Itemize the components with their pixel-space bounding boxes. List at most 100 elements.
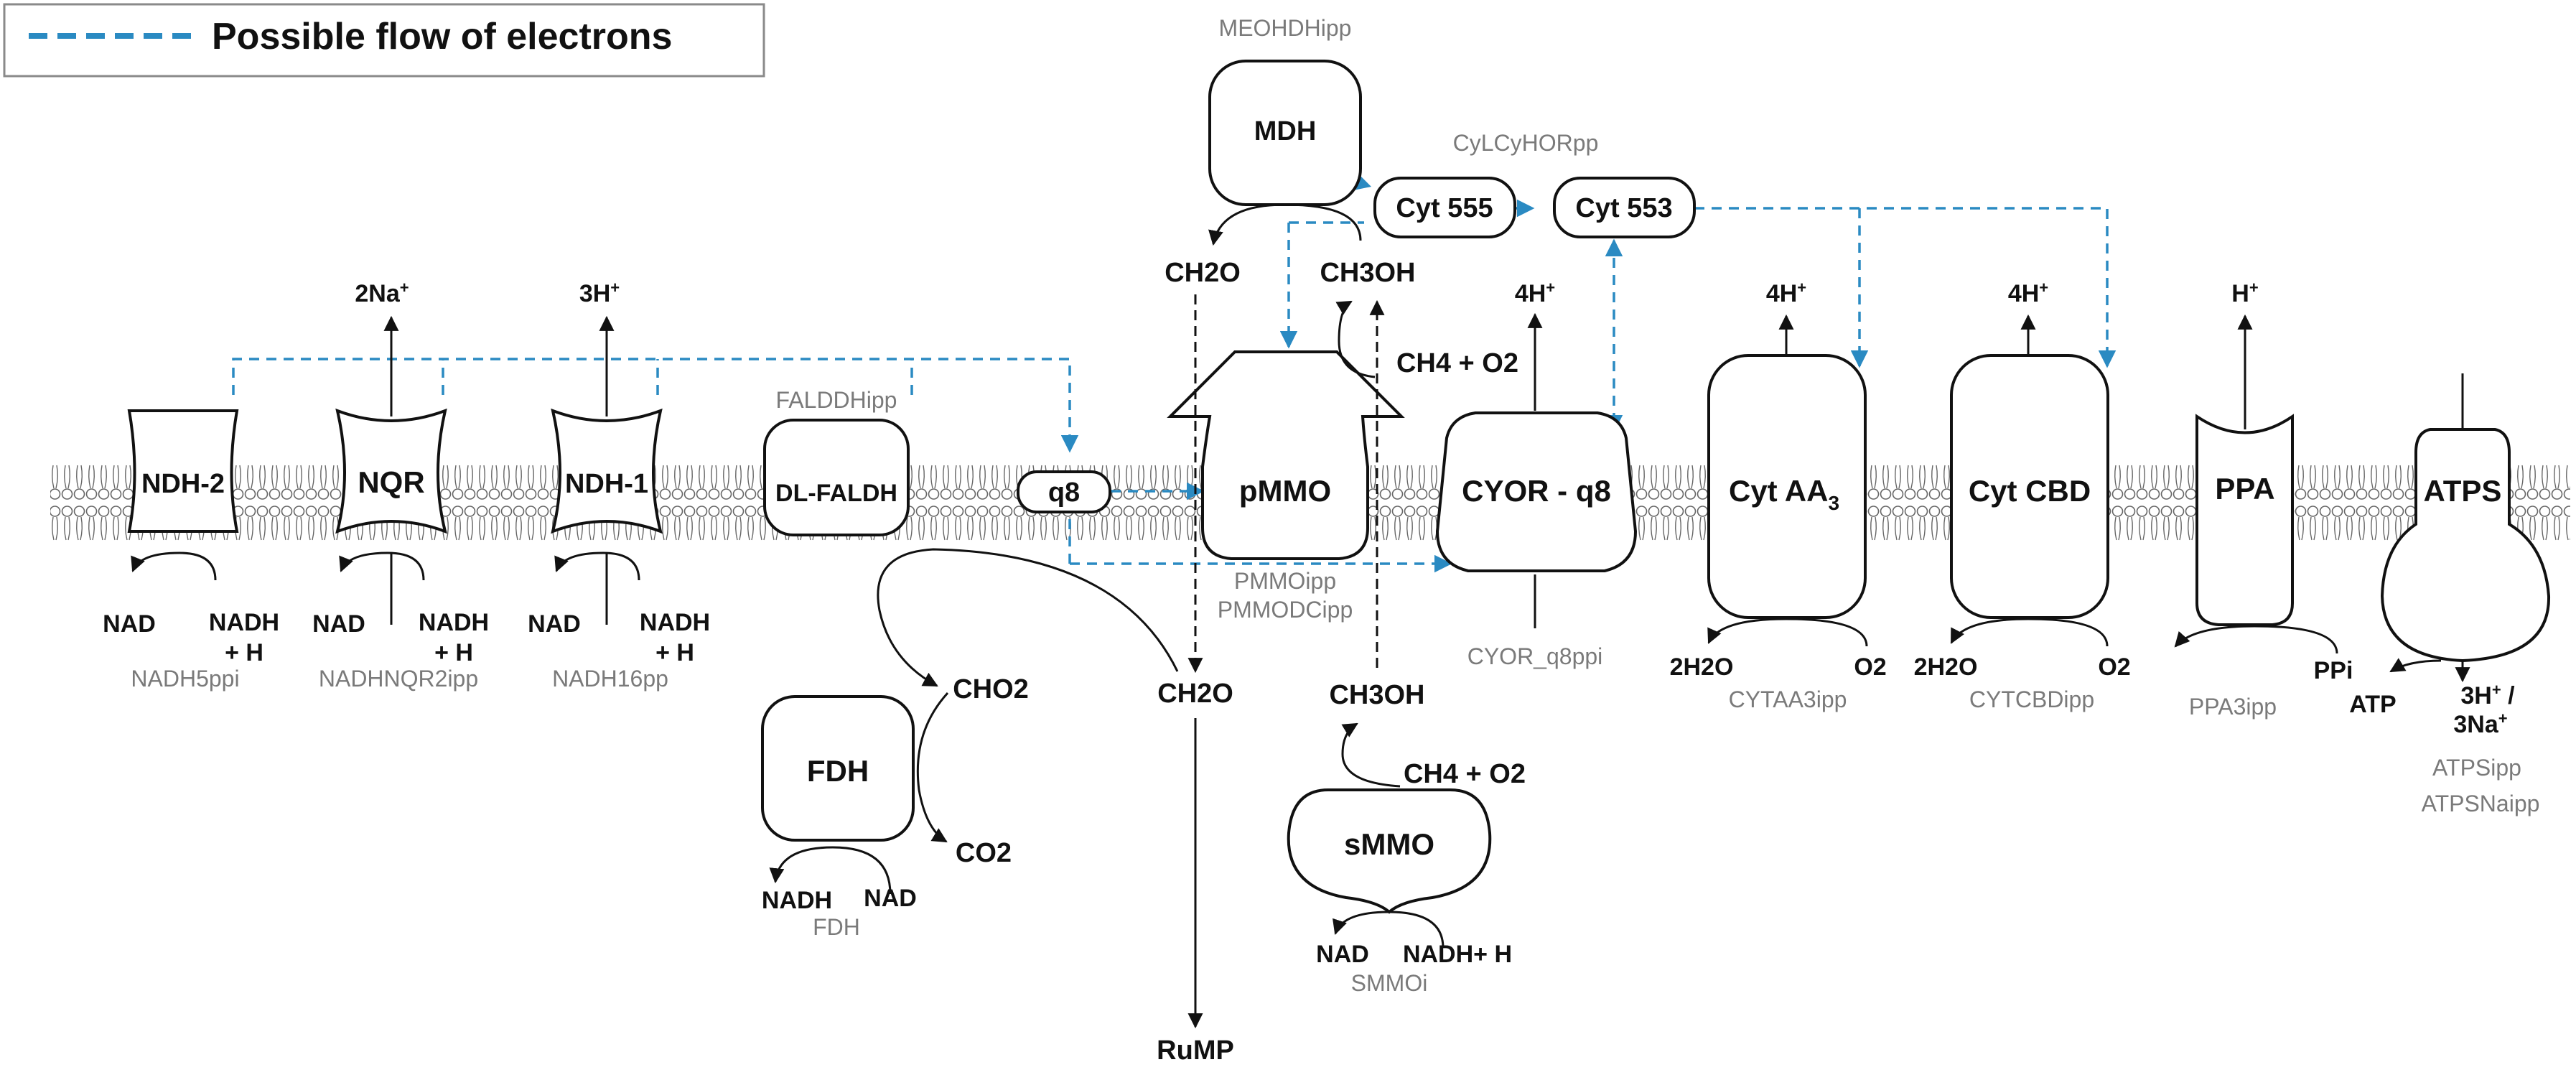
reaction-nadh16pp: NADH16pp: [552, 666, 668, 692]
nqr-cofactor-arrow: [339, 551, 425, 581]
atps-ions-line2: 3Na+: [2453, 709, 2507, 738]
cytaa3-reaction-arrow: [1707, 618, 1868, 647]
nqr-h: + H: [434, 639, 473, 666]
nqr-label: NQR: [358, 465, 424, 499]
cyor-shape: [1435, 411, 1638, 572]
co2-label: CO2: [956, 838, 1012, 868]
reaction-cylcyhorpp: CyLCyHORpp: [1453, 130, 1599, 156]
smmo-complex: CH3OH CH4 + O2 sMMO NAD NADH+ H SMMOi: [1287, 680, 1526, 996]
mdh-complex: MEOHDHipp MDH CH2O CH3OH CyLCyHORpp: [1165, 15, 1598, 288]
eflow-to-q8-top: [232, 358, 1079, 453]
reaction-pmmodcipp: PMMODCipp: [1218, 597, 1353, 623]
reaction-faldhipp: FALDDHipp: [776, 387, 897, 413]
nqr-complex: NQR 2Na+ NAD NADH + H NADHNQR2ipp: [312, 279, 489, 692]
cytcbd-o2: O2: [2098, 653, 2130, 681]
smmo-label: sMMO: [1344, 827, 1434, 861]
pmmo-shape: [1167, 350, 1405, 560]
reaction-pmmoipp: PMMOipp: [1234, 568, 1336, 594]
fdh-cofactor-arrow: [769, 846, 892, 895]
nqr-nad: NAD: [312, 610, 365, 638]
fdh-nadh: NADH: [762, 887, 832, 914]
pmmo-complex: pMMO CH4 + O2 PMMOipp PMMODCipp: [1167, 300, 1518, 623]
dlfaldh-label: DL-FALDH: [775, 480, 897, 507]
mdh-reaction-arrow: [1208, 203, 1362, 246]
legend: Possible flow of electrons: [3, 3, 765, 78]
cytcbd-label: Cyt CBD: [1969, 474, 2091, 508]
mdh-label: MDH: [1254, 116, 1317, 146]
cytcbd-export-label: 4H+: [2008, 279, 2048, 307]
electron-flow-lines: [232, 169, 2117, 573]
ch4o2-bottom-label: CH4 + O2: [1404, 759, 1526, 789]
cytcbd-h2o: 2H2O: [1914, 653, 1978, 681]
cho2-label: CHO2: [953, 674, 1029, 704]
reaction-nadh5ppi: NADH5ppi: [131, 666, 239, 692]
fdh-shape: [761, 695, 915, 842]
cyt553-label: Cyt 553: [1575, 193, 1672, 223]
legend-box: [3, 3, 765, 78]
atps-label: ATPS: [2424, 474, 2502, 508]
pmmo-reaction-arrow: [1335, 300, 1376, 378]
ndh2-complex: NDH-2 NAD NADH + H NADH5ppi: [103, 409, 279, 692]
reaction-cyor-q8ppi: CYOR_q8ppi: [1467, 643, 1603, 669]
nqr-shape: [335, 408, 447, 534]
reaction-smmoi: SMMOi: [1351, 970, 1428, 996]
ppa-export-label: H+: [2231, 279, 2258, 307]
cyor-export-label: 4H+: [1515, 279, 1555, 307]
fdh-reaction-arrow: [916, 692, 949, 843]
ppa-reaction-arrow: [2174, 625, 2338, 654]
cyt553-complex: Cyt 553: [1553, 177, 1696, 238]
legend-label: Possible flow of electrons: [212, 16, 672, 57]
ndh1-label: NDH-1: [565, 469, 648, 499]
q8-complex: q8: [1017, 470, 1111, 513]
ch4o2-top-label: CH4 + O2: [1396, 348, 1518, 378]
dlfaldh-shape: [763, 419, 910, 536]
cyor-label: CYOR - q8: [1462, 474, 1611, 508]
atps-atp-arrow: [2389, 658, 2442, 673]
dlfaldh-reaction-arrow: [877, 548, 1179, 687]
atps-complex: ATPS ATP 3H+ / 3Na+ ATPSipp ATPSNaipp: [2349, 373, 2551, 816]
rump-label: RuMP: [1157, 1035, 1234, 1066]
ppa-label: PPA: [2215, 472, 2274, 506]
fdh-complex: CHO2 CO2 FDH NADH NAD FDH: [761, 674, 1029, 940]
ndh1-cofactor-arrow: [554, 551, 640, 581]
ndh1-nad: NAD: [528, 610, 581, 638]
cytaa3-shape: [1707, 354, 1867, 619]
cyor-complex: 4H+ CYOR - q8 CYOR_q8ppi: [1435, 279, 1638, 669]
smmo-nad: NAD: [1316, 941, 1369, 968]
nqr-nadh: NADH: [419, 609, 489, 636]
cyt555-shape: [1373, 177, 1516, 238]
reaction-cytaa3ipp: CYTAA3ipp: [1729, 686, 1847, 712]
cyt555-complex: Cyt 555: [1373, 177, 1516, 238]
pmmo-label: pMMO: [1239, 474, 1331, 508]
ndh2-label: NDH-2: [141, 469, 225, 499]
smmo-cofactor-arrow: [1333, 911, 1445, 949]
smmo-reaction-arrow: [1341, 722, 1401, 788]
ch3oh-bottom-label: CH3OH: [1329, 680, 1424, 710]
cyt553-shape: [1553, 177, 1696, 238]
ndh1-shape: [551, 408, 663, 534]
smmo-nadh: NADH+ H: [1403, 941, 1512, 968]
cyt555-label: Cyt 555: [1396, 193, 1493, 223]
dlfaldh-complex: DL-FALDH FALDDHipp: [763, 387, 1179, 687]
cytcbd-reaction-arrow: [1950, 618, 2109, 647]
ndh2-shape: [127, 409, 239, 533]
ndh2-cofactor-arrow: [131, 551, 217, 581]
atps-atp: ATP: [2349, 691, 2396, 718]
cytaa3-label: Cyt AA3: [1729, 474, 1839, 514]
reaction-ppa3ipp: PPA3ipp: [2189, 694, 2277, 720]
atps-ions-line1: 3H+ /: [2460, 681, 2515, 709]
carbon-flux-lines: [1187, 294, 1385, 1029]
ndh2-h: + H: [225, 639, 263, 666]
cytcbd-complex: 4H+ Cyt CBD 2H2O O2 CYTCBDipp: [1914, 279, 2131, 712]
ppa-complex: H+ PPA PPi PPA3ipp: [2174, 279, 2353, 720]
ppa-shape: [2195, 414, 2294, 626]
reaction-cytcbdipp: CYTCBDipp: [1969, 686, 2094, 712]
eflow-cyt553-to-cbd: [1694, 207, 2117, 368]
ndh1-h: + H: [655, 639, 694, 666]
ndh2-nadh: NADH: [209, 609, 279, 636]
ch3oh-top-label: CH3OH: [1320, 258, 1415, 288]
ch2o-mid-label: CH2O: [1157, 679, 1233, 709]
reaction-nadhnqr2ipp: NADHNQR2ipp: [319, 666, 478, 692]
